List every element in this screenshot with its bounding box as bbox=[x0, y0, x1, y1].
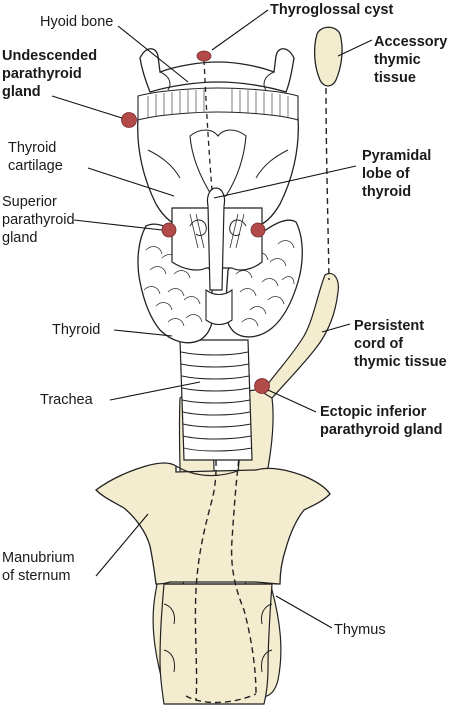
label-undescended-parathyroid: Undescended parathyroid gland bbox=[2, 48, 101, 100]
oblique-line-right bbox=[255, 149, 289, 179]
trachea-tube bbox=[179, 339, 253, 461]
manubrium-body bbox=[95, 462, 331, 585]
leader-undescended-parathyroid bbox=[51, 95, 123, 119]
leader-thymus bbox=[275, 595, 333, 629]
leader-ectopic-inferior bbox=[267, 389, 317, 413]
trachea-illustration bbox=[179, 339, 253, 461]
labels: Hyoid bone Thyroglossal cyst Accessory t… bbox=[2, 2, 451, 638]
thyroid-notch bbox=[189, 129, 247, 197]
thyroid-isthmus bbox=[205, 288, 233, 326]
label-trachea: Trachea bbox=[40, 392, 94, 408]
label-accessory-thymic-tissue: Accessory thymic tissue bbox=[374, 34, 451, 86]
leader-thyroid-cartilage bbox=[87, 167, 175, 197]
tracheal-rings bbox=[180, 351, 253, 452]
pyramidal-lobe bbox=[206, 187, 226, 291]
hyoid-bone bbox=[139, 48, 295, 93]
cartilage-swirl-left bbox=[189, 219, 207, 237]
superior-parathyroid-left-marker bbox=[161, 222, 177, 238]
undescended-parathyroid-marker bbox=[121, 112, 137, 128]
hyoid-greater-horns bbox=[159, 71, 275, 91]
leader-accessory-thymic bbox=[337, 39, 373, 57]
label-manubrium: Manubrium of sternum bbox=[2, 550, 79, 584]
cartilage-swirl-right bbox=[229, 219, 247, 237]
label-ectopic-inferior: Ectopic inferior parathyroid gland bbox=[320, 404, 442, 438]
leader-persistent-cord bbox=[321, 323, 351, 333]
leader-hyoid-bone bbox=[117, 25, 189, 83]
label-superior-parathyroid: Superior parathyroid gland bbox=[2, 194, 79, 246]
manubrium-notch bbox=[175, 465, 241, 477]
leader-thyroid bbox=[113, 329, 173, 337]
label-pyramidal-lobe: Pyramidal lobe of thyroid bbox=[362, 148, 435, 200]
accessory-thymic-tissue bbox=[313, 26, 343, 87]
leader-pyramidal-lobe bbox=[213, 165, 357, 199]
ectopic-inferior-parathyroid-marker bbox=[254, 378, 270, 394]
thyroglossal-cyst-marker bbox=[196, 50, 212, 62]
label-thymus: Thymus bbox=[334, 622, 386, 638]
membrane-fibres bbox=[147, 89, 289, 118]
hyoid-illustration bbox=[139, 48, 295, 93]
leader-lines bbox=[51, 9, 373, 629]
thymus-dashed-lower bbox=[185, 693, 257, 704]
leader-manubrium bbox=[95, 513, 149, 577]
label-hyoid-bone: Hyoid bone bbox=[40, 14, 113, 30]
cord-dashed-course bbox=[325, 87, 330, 281]
leader-thyroglossal-cyst bbox=[211, 9, 269, 51]
thyroglossal-tract bbox=[203, 59, 213, 191]
leader-superior-parathyroid bbox=[73, 219, 163, 231]
costal-notches bbox=[163, 603, 273, 673]
manubrium-illustration bbox=[95, 399, 331, 705]
oblique-line-left bbox=[147, 149, 181, 179]
thyrohyoid-membrane bbox=[137, 87, 299, 121]
gland-markers bbox=[121, 50, 270, 394]
persistent-cord bbox=[261, 272, 339, 399]
label-thyroglossal-cyst: Thyroglossal cyst bbox=[270, 2, 393, 18]
superior-parathyroid-right-marker bbox=[250, 222, 266, 238]
label-persistent-cord: Persistent cord of thymic tissue bbox=[354, 318, 447, 370]
larynx-illustration bbox=[137, 87, 299, 271]
sternum-body bbox=[159, 583, 273, 705]
label-thyroid: Thyroid bbox=[52, 322, 100, 338]
label-thyroid-cartilage: Thyroid cartilage bbox=[8, 140, 63, 174]
leader-trachea bbox=[109, 381, 201, 401]
